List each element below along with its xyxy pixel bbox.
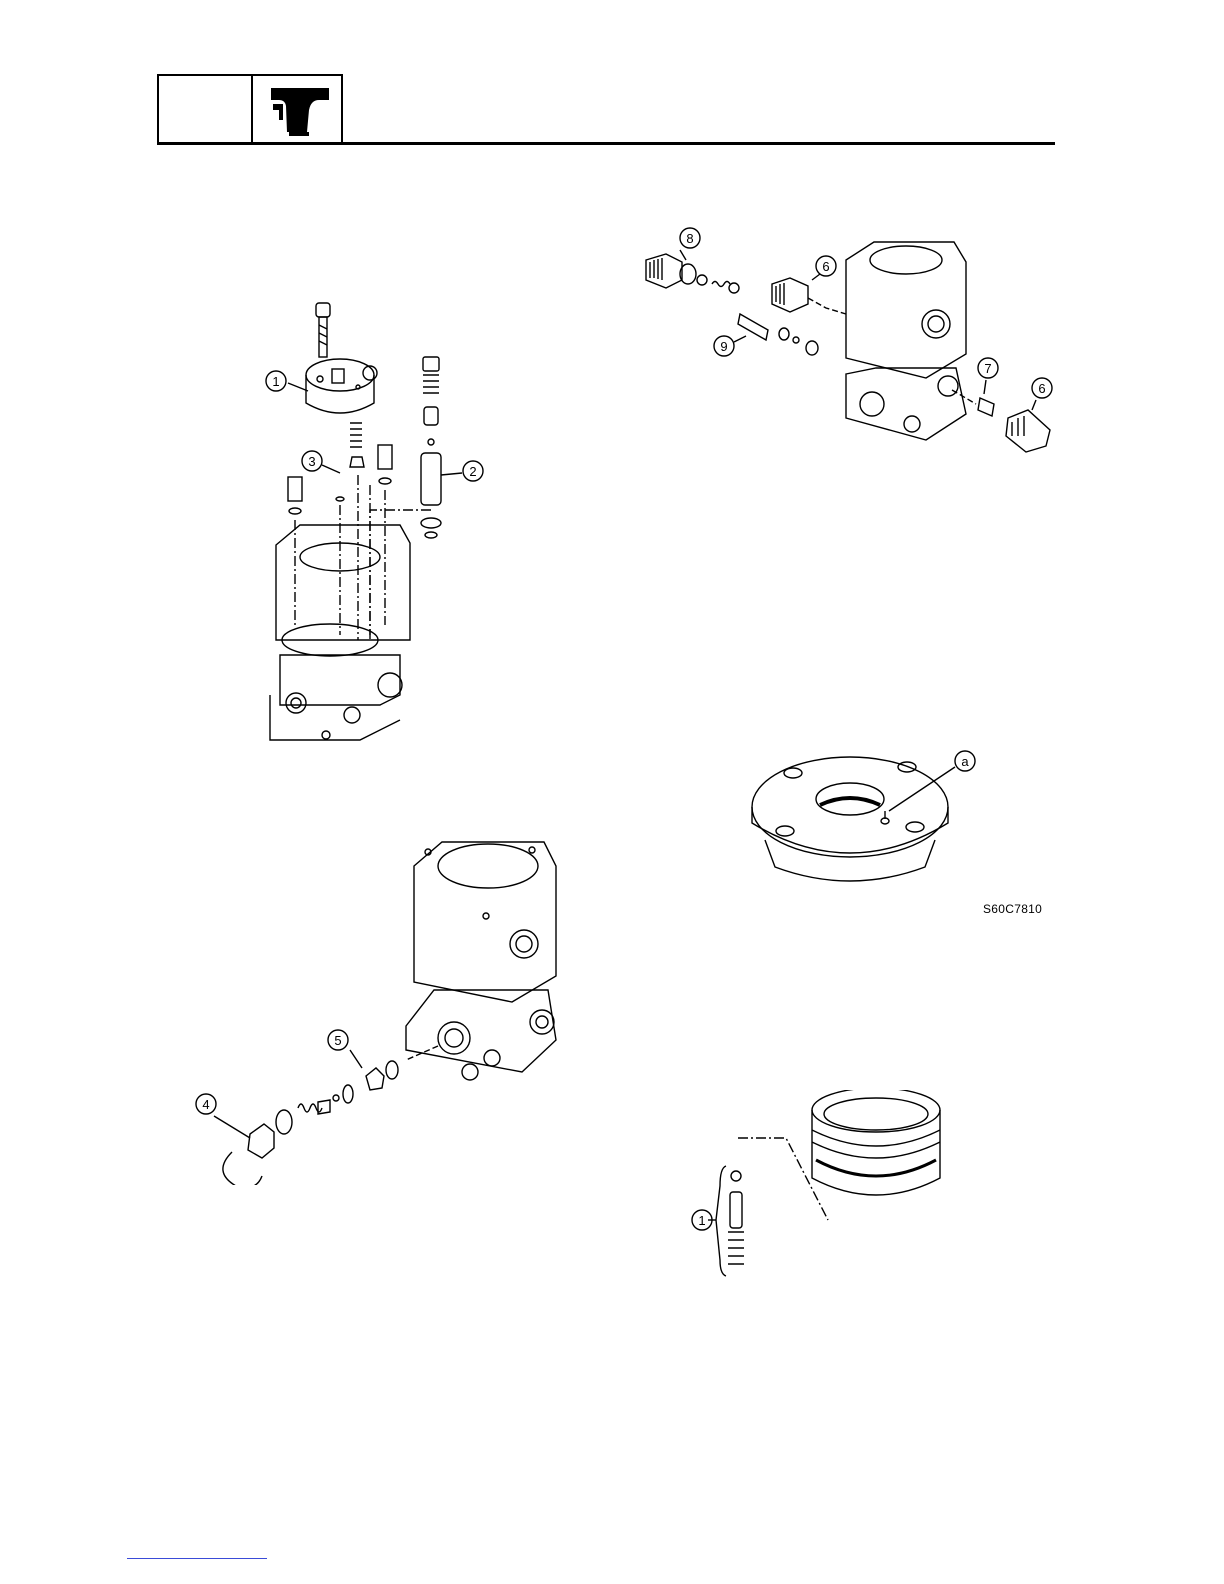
callout-6b: 6	[1038, 381, 1045, 396]
valve-top-exploded-figure: 1 3 2	[240, 295, 500, 750]
callout-5: 5	[334, 1033, 341, 1048]
callout-4: 4	[202, 1097, 209, 1112]
tool-icon-box	[251, 74, 343, 142]
callout-7: 7	[984, 361, 991, 376]
callout-3: 3	[308, 454, 315, 469]
cover-plate-figure: a	[745, 745, 985, 895]
section-box	[157, 74, 253, 142]
valve-side-exploded-figure: 5 4	[192, 840, 572, 1185]
callout-1b: 1	[698, 1213, 705, 1228]
callout-9: 9	[720, 339, 727, 354]
callout-8: 8	[686, 231, 693, 246]
callout-2: 2	[469, 464, 476, 479]
footer-link-rule[interactable]	[127, 1558, 267, 1559]
valve-rear-exploded-figure: 8 6 9 7 6	[636, 218, 1066, 463]
figure-code: S60C7810	[983, 902, 1042, 916]
disassembly-tool-icon	[253, 76, 341, 142]
callout-a: a	[961, 754, 969, 769]
page-header	[157, 74, 1057, 144]
callout-1: 1	[272, 374, 279, 389]
callout-6a: 6	[822, 259, 829, 274]
header-rule	[157, 142, 1055, 145]
piston-assembly-figure: 1	[688, 1090, 948, 1280]
